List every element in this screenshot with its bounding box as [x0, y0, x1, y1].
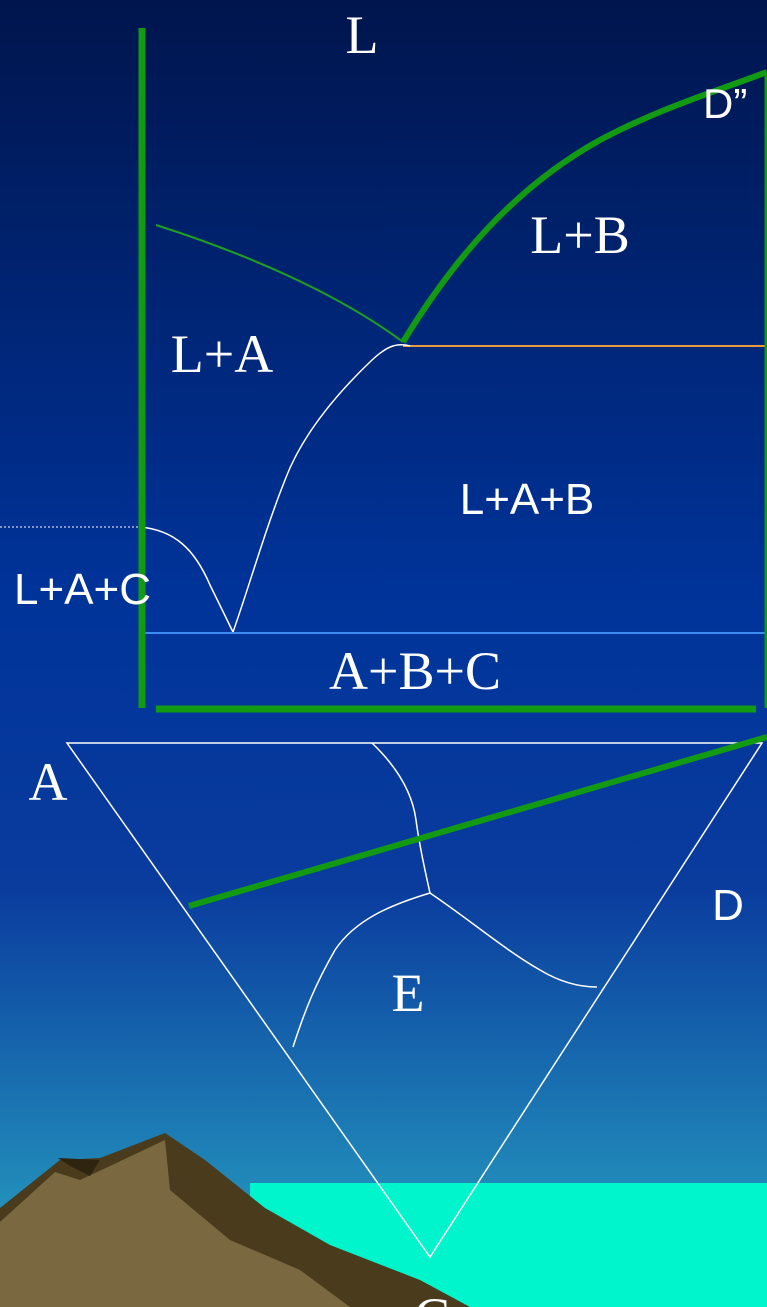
- boundary-curve-ac: [139, 526, 234, 633]
- label-vertex-a: A: [29, 752, 68, 812]
- mountain-decoration: [0, 1133, 470, 1307]
- label-d-double-prime: D”: [703, 80, 747, 127]
- label-eutectic-e: E: [392, 963, 425, 1023]
- boundary-curve-ab: [232, 344, 411, 633]
- liquidus-a-line: [155, 224, 404, 343]
- boundary-e-to-left: [292, 892, 431, 1048]
- label-vertex-d: D: [712, 881, 744, 930]
- label-l-plus-a-plus-c: L+A+C: [14, 565, 151, 614]
- ternary-triangle: [65, 742, 764, 1259]
- label-liquid: L: [346, 5, 379, 65]
- label-l-plus-a: L+A: [171, 324, 273, 384]
- liquidus-b-curve: [400, 69, 767, 344]
- boundary-top-to-e: [371, 742, 431, 894]
- label-l-plus-b: L+B: [530, 205, 629, 265]
- boundary-e-to-right: [429, 892, 598, 988]
- label-a-plus-b-plus-c: A+B+C: [329, 641, 501, 701]
- label-vertex-c: C: [414, 1287, 450, 1307]
- isopleth-section-line: [188, 734, 767, 909]
- label-l-plus-a-plus-b: L+A+B: [460, 475, 595, 524]
